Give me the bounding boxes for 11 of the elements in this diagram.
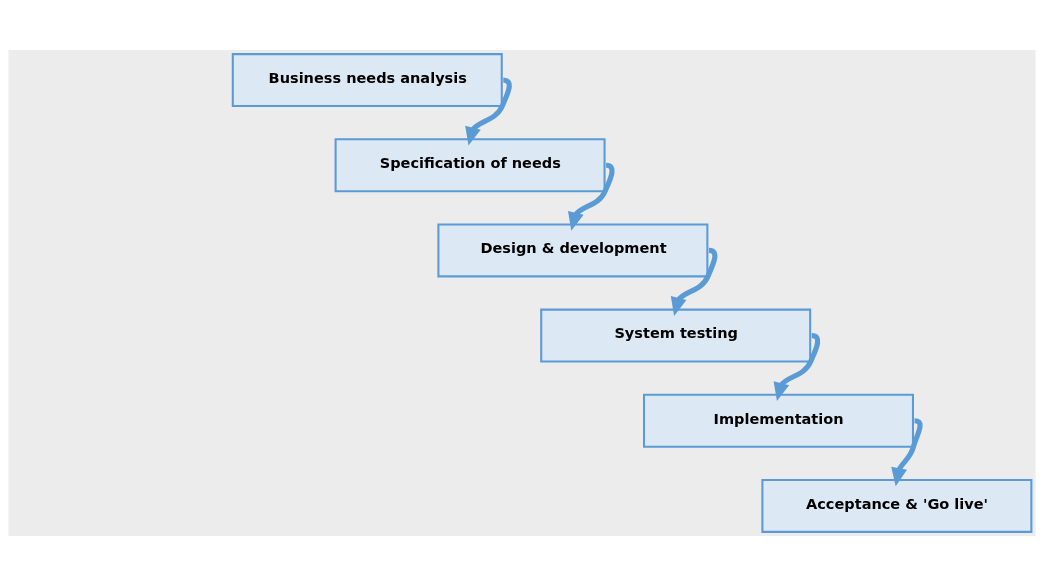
- node-box: Acceptance & 'Go live': [761, 478, 1033, 533]
- node-box: Implementation: [643, 393, 914, 448]
- arrow: [891, 418, 923, 487]
- arrow: [465, 77, 512, 146]
- arrow: [773, 333, 821, 402]
- arrow: [670, 247, 718, 316]
- node-box: Specification of needs: [334, 138, 606, 193]
- arrow: [567, 162, 615, 231]
- node-box: Design & development: [437, 223, 709, 278]
- node-box: System testing: [540, 308, 812, 363]
- node-box: Business needs analysis: [231, 53, 503, 108]
